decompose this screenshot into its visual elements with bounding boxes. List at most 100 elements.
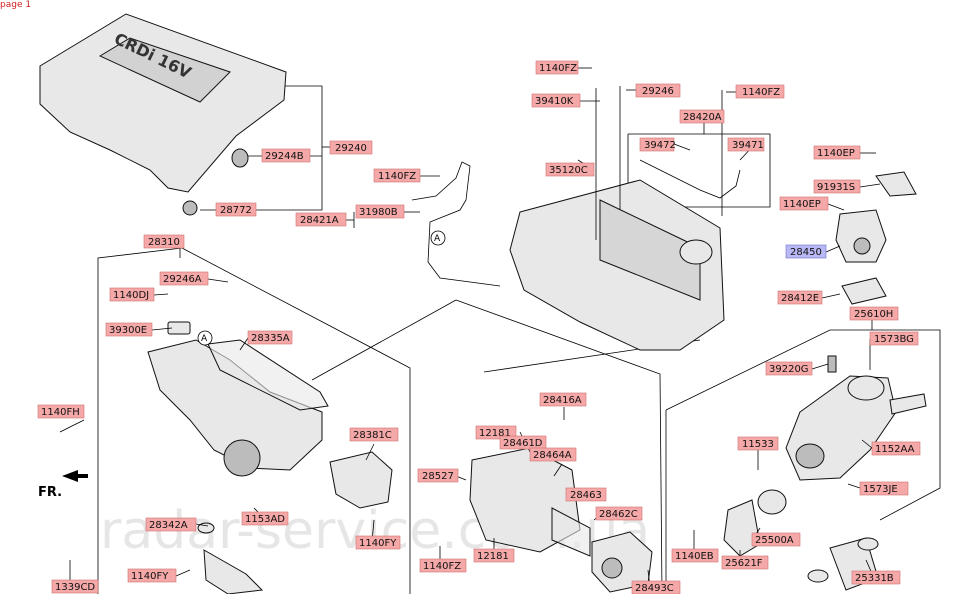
callout-39472[interactable]: 39472 [639,137,676,152]
callout-11533[interactable]: 11533 [737,436,779,451]
svg-text:1140FY: 1140FY [131,571,169,582]
svg-text:25610H: 25610H [854,309,893,320]
svg-text:31980B: 31980B [359,207,398,218]
svg-text:28421A: 28421A [300,215,339,226]
svg-text:39300E: 39300E [109,325,147,336]
reference-marker-a-2: A [201,334,208,344]
callout-1152aa[interactable]: 1152AA [871,441,921,456]
callout-25500a[interactable]: 25500A [751,532,801,547]
svg-text:1140EP: 1140EP [783,199,821,210]
svg-text:28381C: 28381C [353,430,392,441]
callout-28450[interactable]: 28450 [785,244,827,259]
callout-29246-top[interactable]: 29246 [635,83,681,98]
callout-1339cd[interactable]: 1339CD [51,579,99,594]
front-direction-marker: FR. [38,470,88,500]
callout-28412e[interactable]: 28412E [777,290,823,305]
cylinder-head [509,179,725,351]
svg-text:39410K: 39410K [535,96,574,107]
callout-1140ep-b[interactable]: 1140EP [779,196,829,211]
thermostat-housing [723,355,927,591]
svg-text:1140FZ: 1140FZ [423,561,461,572]
engine-cover: CRDi 16V [39,13,287,216]
callout-29240[interactable]: 29240 [329,140,373,155]
callout-28420a[interactable]: 28420A [679,109,725,124]
svg-text:28527: 28527 [422,471,454,482]
svg-text:29246A: 29246A [163,274,202,285]
callout-25621f[interactable]: 25621F [721,555,769,570]
callout-28310[interactable]: 28310 [143,234,185,249]
svg-text:11533: 11533 [742,439,774,450]
egr-cooler [469,447,653,593]
callout-12181-b[interactable]: 12181 [473,548,515,563]
svg-text:1573JE: 1573JE [863,484,898,495]
callout-1153ad[interactable]: 1153AD [241,511,289,526]
svg-text:25621F: 25621F [725,558,763,569]
callout-29244b[interactable]: 29244B [261,148,311,163]
page-label: page 1 [0,0,32,10]
callout-1140eb[interactable]: 1140EB [671,548,719,563]
svg-text:1140DJ: 1140DJ [113,290,149,301]
callout-1140dj[interactable]: 1140DJ [109,287,155,302]
svg-text:29246: 29246 [642,86,674,97]
callout-28461d[interactable]: 28461D [499,435,547,450]
egr-valve [835,171,917,305]
callout-1140fz-mid[interactable]: 1140FZ [373,168,421,183]
callout-25331b[interactable]: 25331B [851,570,901,585]
callout-28416a[interactable]: 28416A [539,392,587,407]
svg-text:1140FZ: 1140FZ [378,171,416,182]
intake-manifold [147,321,393,594]
svg-text:1573BG: 1573BG [874,334,914,345]
svg-text:28463: 28463 [570,490,602,501]
svg-text:1140EP: 1140EP [817,148,855,159]
svg-text:28310: 28310 [148,237,180,248]
callout-1140fz-low[interactable]: 1140FZ [419,558,467,573]
callout-28463[interactable]: 28463 [565,487,607,502]
svg-text:29240: 29240 [335,143,367,154]
callout-35120c[interactable]: 35120C [545,162,595,177]
callout-39410k[interactable]: 39410K [531,93,581,108]
callout-28493c[interactable]: 28493C [631,580,681,594]
svg-text:12181: 12181 [477,551,509,562]
callout-28421a[interactable]: 28421A [295,212,347,227]
callout-28527[interactable]: 28527 [417,468,459,483]
callout-39220g[interactable]: 39220G [765,361,813,376]
callout-1140ep-a[interactable]: 1140EP [813,145,861,160]
callout-25610h[interactable]: 25610H [849,306,899,321]
callout-1573bg[interactable]: 1573BG [869,331,919,346]
svg-text:1339CD: 1339CD [55,582,95,593]
callout-29246a[interactable]: 29246A [159,271,209,286]
svg-text:91931S: 91931S [817,182,855,193]
callout-28772[interactable]: 28772 [215,202,257,217]
svg-text:25331B: 25331B [855,573,894,584]
callout-31980b[interactable]: 31980B [355,204,405,219]
reference-markers: A A [197,230,446,346]
callout-28464a[interactable]: 28464A [529,447,577,462]
svg-text:28335A: 28335A [251,333,290,344]
callout-39471[interactable]: 39471 [727,137,765,152]
svg-text:12181: 12181 [479,428,511,439]
callout-28335a[interactable]: 28335A [247,330,293,345]
callout-91931s[interactable]: 91931S [813,179,861,194]
callout-1573je[interactable]: 1573JE [859,481,909,496]
svg-text:28493C: 28493C [635,583,674,594]
callout-28462c[interactable]: 28462C [595,506,643,521]
svg-text:25500A: 25500A [755,535,794,546]
callout-1140fz-right[interactable]: 1140FZ [735,84,785,99]
callout-28342a[interactable]: 28342A [145,517,197,532]
callout-39300e[interactable]: 39300E [105,322,153,337]
leader-lines [59,67,881,589]
svg-text:29244B: 29244B [265,151,304,162]
callout-1140fy-b[interactable]: 1140FY [127,568,177,583]
callout-1140fz-top[interactable]: 1140FZ [535,60,579,75]
callout-1140fy-a[interactable]: 1140FY [355,535,401,550]
callout-28381c[interactable]: 28381C [349,427,399,442]
svg-text:1140FZ: 1140FZ [742,87,780,98]
svg-text:1140FH: 1140FH [41,407,80,418]
svg-text:28416A: 28416A [543,395,582,406]
svg-text:1153AD: 1153AD [245,514,285,525]
svg-text:28772: 28772 [220,205,252,216]
callout-labels: 1140FZ 29246 1140FZ 39410K 28420A 39472 … [37,60,921,594]
svg-text:39471: 39471 [732,140,764,151]
callout-1140fh[interactable]: 1140FH [37,404,85,419]
svg-text:28450: 28450 [790,247,822,258]
